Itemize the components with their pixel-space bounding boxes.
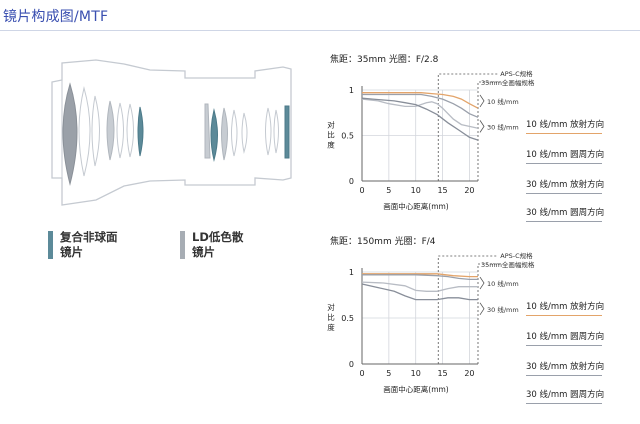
mtf-legend-label: 10 线/mm 放射方向	[526, 120, 605, 130]
series-line	[361, 281, 478, 292]
mtf-legend-item: 10 线/mm 放射方向	[526, 118, 605, 134]
chart-title: 焦距：150mm 光圈：F/4	[330, 235, 436, 247]
y-axis-label: 对比度	[327, 120, 335, 150]
x-tick-label: 15	[437, 186, 447, 195]
mtf-legend-item: 10 线/mm 圆周方向	[526, 330, 605, 346]
legend-ld-line2: 镜片	[192, 245, 215, 259]
mtf-legend-label: 10 线/mm 放射方向	[526, 302, 605, 312]
legend-ld-line1: LD低色散	[192, 230, 244, 244]
series-line	[361, 98, 479, 129]
aps-c-label: APS-C规格	[500, 251, 533, 260]
x-tick-label: 20	[464, 186, 474, 195]
y-axis-label: 对比度	[327, 302, 335, 332]
y-tick-label: 0	[349, 177, 354, 186]
mtf-legend-label: 30 线/mm 放射方向	[526, 362, 605, 372]
aps-c-limit-line	[437, 255, 499, 364]
group-30-label: 30 线/mm	[487, 305, 519, 314]
full-frame-limit-line	[477, 263, 500, 364]
x-tick-label: 15	[437, 369, 447, 378]
mtf-legend-item: 10 线/mm 圆周方向	[526, 148, 605, 164]
mtf-legend-label: 30 线/mm 圆周方向	[526, 208, 605, 218]
lens-construction-diagram	[51, 59, 292, 206]
bracket-30lp	[479, 302, 485, 316]
x-tick-label: 5	[386, 369, 391, 378]
ld-swatch	[180, 231, 185, 259]
chart-title: 焦距：35mm 光圈：F/2.8	[330, 53, 439, 65]
legend-aspherical-line1: 复合非球面	[60, 230, 118, 244]
mtf-legend-label: 10 线/mm 圆周方向	[526, 150, 605, 160]
aps-c-label: APS-C规格	[500, 69, 533, 78]
mtf-legend-item: 30 线/mm 圆周方向	[526, 206, 605, 222]
x-axis-label: 画面中心距离(mm)	[383, 201, 449, 211]
full-frame-label: 35mm全画幅规格	[481, 78, 535, 87]
mtf-legend-label: 10 线/mm 圆周方向	[526, 332, 605, 342]
x-tick-label: 10	[411, 369, 421, 378]
mtf-legend-item: 30 线/mm 放射方向	[526, 178, 605, 194]
aspherical-swatch	[48, 231, 53, 259]
y-tick-label: 0.5	[341, 132, 354, 141]
series-line	[361, 283, 478, 301]
front-lens-element	[62, 82, 78, 186]
x-axis-label: 画面中心距离(mm)	[383, 384, 449, 394]
group-10-label: 10 线/mm	[487, 279, 519, 288]
bracket-30lp	[479, 120, 485, 133]
page-title: 镜片构成图/MTF	[3, 9, 109, 25]
section-header: 镜片构成图/MTF	[0, 0, 640, 31]
series-line	[362, 274, 478, 281]
series-line	[362, 93, 479, 118]
y-tick-label: 1	[349, 268, 354, 277]
group-30-label: 30 线/mm	[487, 122, 519, 131]
series-line	[362, 92, 479, 109]
x-tick-label: 5	[386, 186, 391, 195]
full-frame-label: 35mm全画幅规格	[481, 260, 535, 269]
x-tick-label: 0	[359, 369, 364, 378]
aspherical-element-front	[137, 106, 144, 157]
series-line	[361, 97, 479, 141]
mtf-legend-item: 30 线/mm 放射方向	[526, 360, 605, 376]
mtf-legend-item: 10 线/mm 放射方向	[526, 300, 605, 316]
bracket-10lp	[479, 276, 485, 290]
mtf-legend-label: 30 线/mm 放射方向	[526, 180, 605, 190]
y-tick-label: 0	[349, 360, 354, 369]
full-frame-limit-line	[477, 81, 500, 181]
aspherical-element-middle	[210, 108, 218, 162]
aspherical-element-rear	[284, 105, 290, 159]
series-line	[362, 273, 478, 278]
legend-aspherical-line2: 镜片	[60, 245, 83, 259]
mtf-legend-label: 30 线/mm 圆周方向	[526, 390, 605, 400]
mtf-legend-item: 30 线/mm 圆周方向	[526, 388, 605, 404]
group-10-label: 10 线/mm	[487, 97, 519, 106]
bracket-10lp	[479, 94, 485, 108]
x-tick-label: 10	[411, 186, 421, 195]
x-tick-label: 0	[359, 186, 364, 195]
y-tick-label: 1	[349, 86, 354, 95]
lens-barrel-outline	[51, 59, 292, 206]
y-tick-label: 0.5	[341, 314, 354, 323]
x-tick-label: 20	[464, 369, 474, 378]
